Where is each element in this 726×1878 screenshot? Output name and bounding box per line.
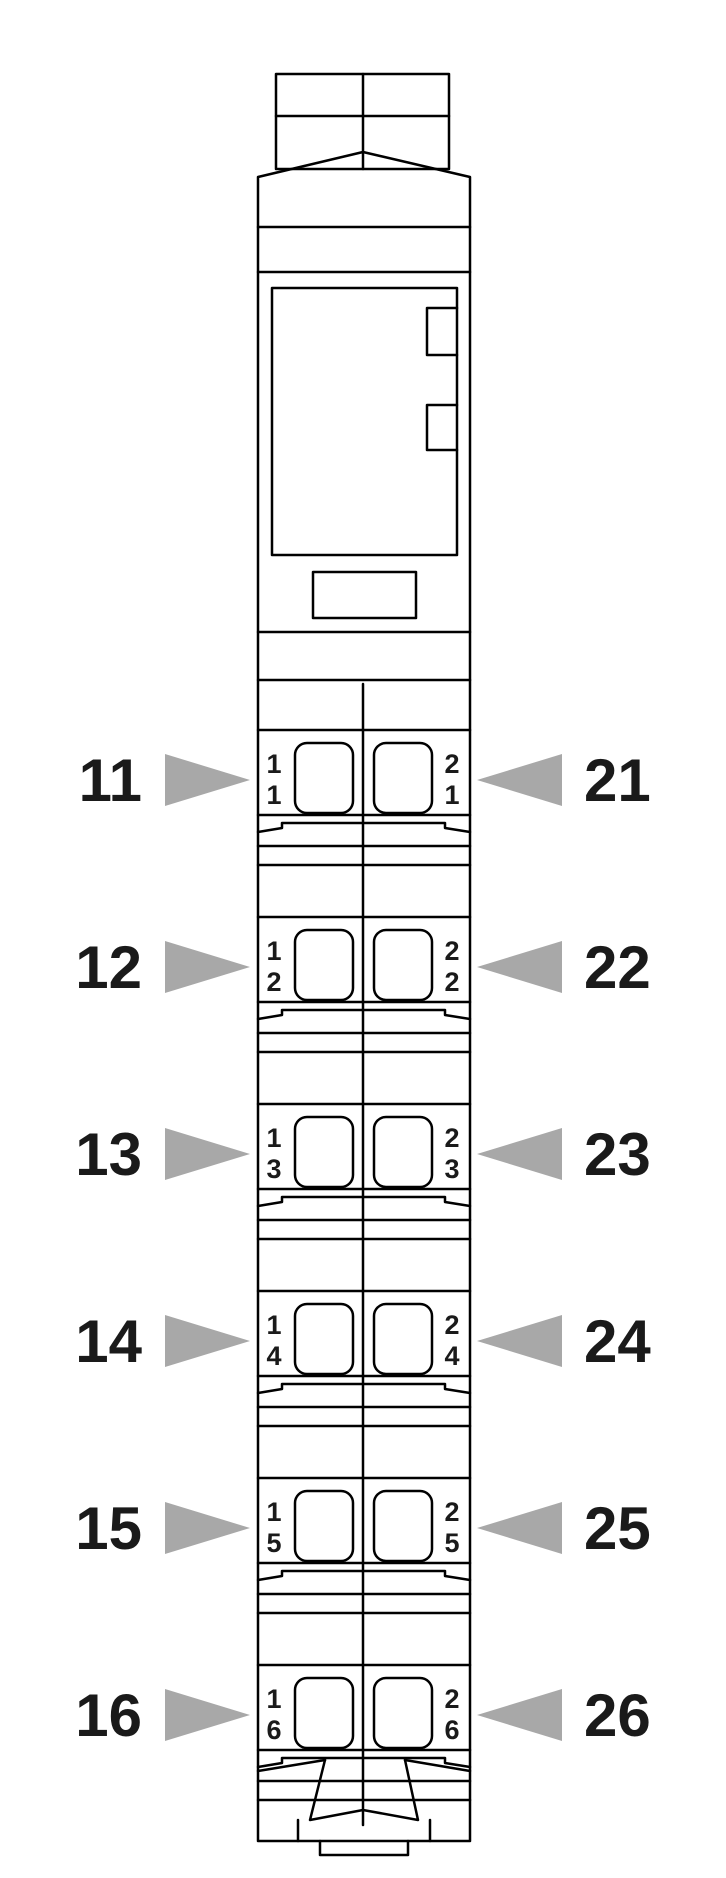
terminal-digit: 1 [266, 749, 281, 779]
terminal-digit: 4 [266, 1341, 281, 1371]
release-lever [256, 1382, 472, 1395]
terminal-digit: 6 [266, 1715, 281, 1745]
terminal-label-right: 24 [584, 1308, 651, 1375]
arrow-icon [165, 1502, 250, 1554]
arrow-icon [165, 1128, 250, 1180]
terminal-digit: 2 [444, 749, 459, 779]
terminal-digit: 1 [266, 936, 281, 966]
arrow-icon [165, 754, 250, 806]
arrow-icon [477, 1128, 562, 1180]
release-lever [256, 1008, 472, 1021]
release-lever [256, 1195, 472, 1208]
display-window [270, 286, 459, 557]
terminal-digit: 6 [444, 1715, 459, 1745]
wire-opening-left [293, 1302, 355, 1376]
wire-opening-right [372, 1302, 434, 1376]
terminal-label-left: 16 [75, 1682, 142, 1749]
release-lever [256, 821, 472, 834]
terminal-digit: 1 [266, 1684, 281, 1714]
module-housing [256, 150, 472, 1843]
wire-opening-right [372, 1676, 434, 1750]
wire-opening-right [372, 741, 434, 815]
arrow-icon [477, 1689, 562, 1741]
terminal-digit: 2 [444, 1497, 459, 1527]
terminal-label-left: 13 [75, 1121, 142, 1188]
terminal-digit: 2 [266, 967, 281, 997]
label-slot [311, 570, 418, 620]
wire-opening-right [372, 928, 434, 1002]
terminal-digit: 2 [444, 1123, 459, 1153]
terminal-label-right: 26 [584, 1682, 651, 1749]
terminal-digit: 3 [444, 1154, 459, 1184]
release-lever [256, 1569, 472, 1582]
terminal-digit: 1 [266, 780, 281, 810]
bottom-latch [256, 1758, 472, 1857]
terminal-digit: 2 [444, 1310, 459, 1340]
terminal-label-left: 15 [75, 1495, 142, 1562]
terminal-label-left: 12 [75, 934, 142, 1001]
terminal-digit: 2 [444, 936, 459, 966]
terminal-digit: 2 [444, 1684, 459, 1714]
arrow-icon [477, 754, 562, 806]
arrow-icon [165, 1689, 250, 1741]
wire-opening-left [293, 1115, 355, 1189]
terminal-label-left: 11 [79, 747, 142, 814]
terminal-label-right: 21 [584, 747, 651, 814]
wire-opening-left [293, 928, 355, 1002]
arrow-icon [477, 1502, 562, 1554]
release-lever [256, 1756, 472, 1769]
arrow-icon [477, 1315, 562, 1367]
wire-opening-right [372, 1489, 434, 1563]
terminal-digit: 4 [444, 1341, 459, 1371]
arrow-icon [165, 1315, 250, 1367]
terminal-digit: 5 [444, 1528, 459, 1558]
terminal-digit: 1 [266, 1123, 281, 1153]
terminal-label-left: 14 [75, 1308, 142, 1375]
terminal-digit: 1 [266, 1310, 281, 1340]
top-connector [274, 72, 451, 171]
terminal-label-right: 25 [584, 1495, 651, 1562]
terminal-digit: 1 [444, 780, 459, 810]
wire-opening-right [372, 1115, 434, 1189]
terminal-digit: 1 [266, 1497, 281, 1527]
terminal-label-right: 23 [584, 1121, 651, 1188]
wire-opening-left [293, 1489, 355, 1563]
wire-opening-left [293, 1676, 355, 1750]
terminal-digit: 3 [266, 1154, 281, 1184]
terminal-digit: 2 [444, 967, 459, 997]
arrow-icon [165, 941, 250, 993]
terminal-label-right: 22 [584, 934, 651, 1001]
wire-opening-left [293, 741, 355, 815]
terminal-digit: 5 [266, 1528, 281, 1558]
arrow-icon [477, 941, 562, 993]
